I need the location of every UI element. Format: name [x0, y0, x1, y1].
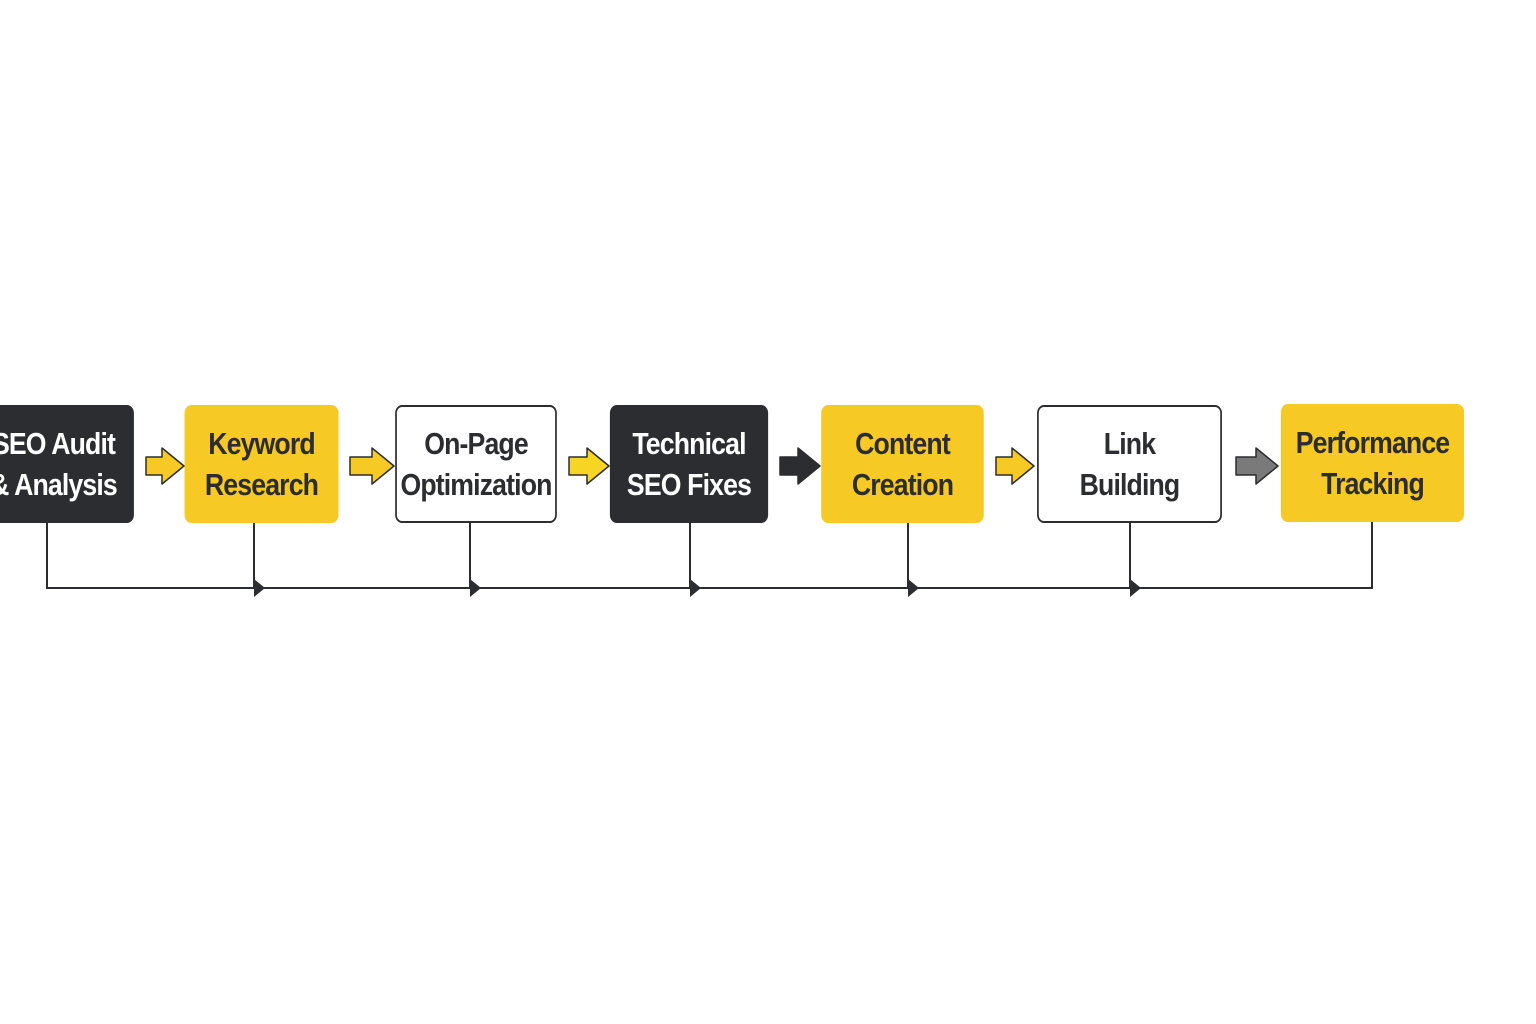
- flow-arrow: [349, 447, 395, 485]
- feedback-bus-line: [46, 522, 1373, 589]
- flow-arrow: [145, 447, 185, 485]
- bus-arrowhead: [470, 579, 481, 597]
- step-label-line: Research: [204, 467, 319, 502]
- flow-arrow: [995, 447, 1035, 485]
- flow-arrow: [1235, 447, 1279, 485]
- step-technical-seo-fixes: Technical SEO Fixes: [609, 405, 769, 523]
- step-link-building: Link Building: [1037, 405, 1222, 523]
- step-content-creation: Content Creation: [821, 405, 984, 523]
- step-label-line: Tracking: [1321, 466, 1425, 501]
- step-label-line: SEO Fixes: [626, 467, 752, 502]
- step-label-line: Technical: [632, 426, 746, 461]
- step-label-line: Content: [855, 426, 951, 461]
- step-label-line: Optimization: [400, 467, 552, 502]
- step-label-line: Creation: [851, 467, 954, 502]
- bus-arrowhead: [254, 579, 265, 597]
- step-label-line: SEO Audit: [0, 426, 116, 461]
- flow-arrows: [145, 447, 1279, 485]
- step-label-line: & Analysis: [0, 467, 118, 502]
- step-performance-tracking: Performance Tracking: [1280, 404, 1465, 522]
- step-label-line: Building: [1079, 467, 1181, 502]
- bus-arrowhead: [690, 579, 701, 597]
- bus-arrowhead: [1130, 579, 1141, 597]
- step-label-line: Performance: [1295, 425, 1450, 460]
- feedback-lines: [46, 522, 1373, 597]
- flow-arrow: [568, 447, 610, 485]
- step-keyword-research: Keyword Research: [184, 405, 339, 523]
- step-label-line: Keyword: [208, 426, 315, 461]
- step-label-line: Link: [1103, 426, 1156, 461]
- bus-arrowhead: [908, 579, 919, 597]
- flow-arrow: [779, 447, 821, 485]
- step-seo-audit: SEO Audit & Analysis: [0, 405, 134, 523]
- step-on-page-optimization: On-Page Optimization: [395, 405, 557, 523]
- step-label-line: On-Page: [424, 426, 528, 461]
